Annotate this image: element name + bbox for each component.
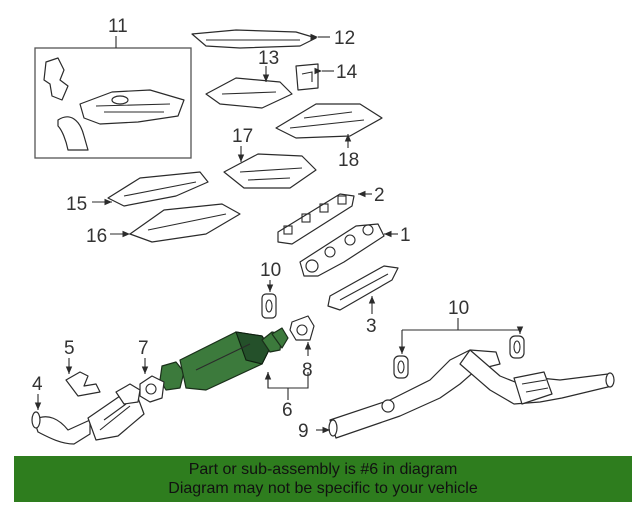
heat-shield-part-18: [275, 103, 383, 139]
gasket-part-7: [139, 375, 165, 403]
heat-shield-part-12: [191, 29, 317, 49]
callout-13: 13: [258, 48, 279, 69]
exhaust-manifold-part-1: [299, 223, 385, 277]
callout-5: 5: [64, 338, 75, 359]
callout-11: 11: [108, 16, 128, 37]
gasket-part-2: [277, 193, 355, 245]
callout-9: 9: [298, 421, 309, 442]
bracket-part-14: [295, 63, 319, 91]
callout-16: 16: [86, 226, 107, 247]
gasket-part-8: [289, 315, 315, 341]
callout-2: 2: [374, 185, 385, 206]
heat-shield-part-16: [129, 203, 241, 243]
gasket-part-10-left: [261, 293, 277, 319]
banner-line-1: Part or sub-assembly is #6 in diagram: [188, 461, 458, 478]
catalytic-converter-part-4: [31, 383, 145, 445]
callout-14: 14: [336, 62, 358, 83]
callout-1: 1: [400, 225, 411, 246]
heat-shield-part-17: [223, 153, 317, 189]
callout-12: 12: [334, 28, 355, 49]
exhaust-pipe-part-9: [328, 349, 615, 439]
callout-3: 3: [366, 316, 377, 337]
callout-6: 6: [282, 400, 293, 421]
callout-10-right: 10: [448, 298, 469, 319]
callout-17: 17: [232, 126, 253, 147]
callout-8: 8: [302, 360, 313, 381]
callout-4: 4: [32, 374, 43, 395]
inset-box-part-11: [34, 36, 192, 159]
diesel-particulate-filter-part-6: [159, 327, 289, 391]
callout-10-left: 10: [260, 260, 281, 281]
hanger-part-10-right: [393, 318, 525, 379]
callout-18: 18: [338, 150, 359, 171]
highlight-notice-banner: Part or sub-assembly is #6 in diagram Di…: [14, 456, 632, 502]
banner-line-2: Diagram may not be specific to your vehi…: [168, 480, 478, 497]
exploded-parts-diagram: 11 12 13 14 17 18 15 2 16 1 10 3 10 7 5 …: [31, 16, 615, 445]
callout-15: 15: [66, 194, 87, 215]
callout-7: 7: [138, 338, 149, 359]
bracket-part-5: [65, 371, 101, 397]
